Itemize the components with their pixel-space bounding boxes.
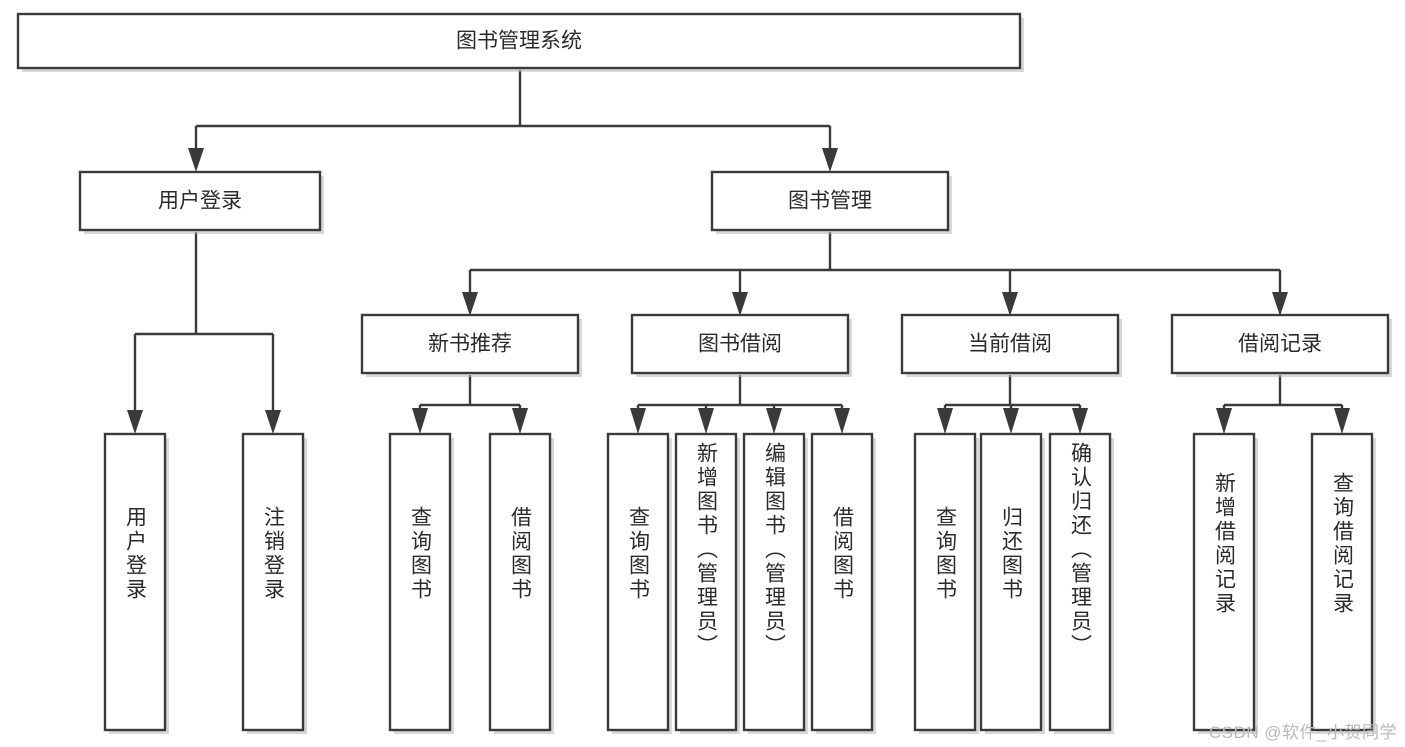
new-book-recommend-box — [360, 313, 580, 375]
arrow-borrow-leaf2 — [698, 408, 714, 434]
leaf-box — [388, 432, 452, 732]
leaf-box — [241, 432, 305, 732]
arrow-current-leaf3 — [1072, 408, 1088, 434]
arrow-root-to-user-login — [188, 148, 204, 172]
leaf-current-query-book[interactable] — [913, 432, 979, 734]
node-book-borrow[interactable]: 图书借阅 — [630, 313, 852, 377]
arrow-borrow-leaf3 — [766, 408, 782, 434]
arrow-record-leaf2 — [1334, 408, 1350, 434]
leaf-box — [1048, 432, 1112, 732]
node-borrow-record[interactable]: 借阅记录 — [1170, 313, 1392, 377]
root-label: 图书管理系统 — [456, 30, 582, 53]
leaf-user-login-logout[interactable] — [241, 432, 307, 734]
node-user-login[interactable]: 用户登录 — [78, 170, 324, 234]
arrow-record-leaf1 — [1216, 408, 1232, 434]
current-borrow-label: 当前借阅 — [968, 333, 1052, 356]
node-book-management[interactable]: 图书管理 — [710, 170, 952, 234]
leaf-box — [606, 432, 670, 732]
leaf-box — [1310, 432, 1374, 732]
leaf-borrow-add-book[interactable] — [674, 432, 740, 734]
leaf-borrow-borrow-book[interactable] — [810, 432, 876, 734]
arrow-root-to-book-mgmt — [822, 148, 838, 172]
leaf-current-return-book[interactable] — [979, 432, 1045, 734]
leaf-box — [742, 432, 806, 732]
current-borrow-box — [900, 313, 1120, 375]
csdn-watermark: CSDN @软件_小贺同学 — [1208, 723, 1397, 742]
book-borrow-label: 图书借阅 — [698, 333, 782, 356]
arrow-bm-to-record — [1272, 292, 1288, 316]
book-borrow-box — [630, 313, 850, 375]
book-management-box — [710, 170, 950, 232]
leaf-record-add-record[interactable] — [1192, 432, 1258, 734]
arrow-user-login-leaf2 — [265, 410, 281, 434]
leaf-newbook-query-book[interactable] — [388, 432, 454, 734]
node-current-borrow[interactable]: 当前借阅 — [900, 313, 1122, 377]
arrow-current-leaf1 — [937, 408, 953, 434]
arrow-newbook-leaf1 — [412, 408, 428, 434]
arrow-current-leaf2 — [1003, 408, 1019, 434]
leaf-record-query-record[interactable] — [1310, 432, 1376, 734]
arrow-bm-to-current — [1002, 292, 1018, 316]
leaf-box — [979, 432, 1043, 732]
node-root-book-management-system[interactable]: 图书管理系统 — [16, 12, 1024, 72]
leaf-user-login-login[interactable] — [103, 432, 169, 734]
node-new-book-recommend[interactable]: 新书推荐 — [360, 313, 582, 377]
user-login-box — [78, 170, 322, 232]
new-book-recommend-label: 新书推荐 — [428, 333, 512, 356]
user-login-label: 用户登录 — [158, 190, 242, 213]
arrow-bm-to-newbook — [462, 292, 478, 316]
arrow-newbook-leaf2 — [512, 408, 528, 434]
arrow-bm-to-borrow — [732, 292, 748, 316]
leaf-newbook-borrow-book[interactable] — [488, 432, 554, 734]
leaf-box — [1192, 432, 1256, 732]
leaf-current-confirm-return[interactable] — [1048, 432, 1114, 734]
leaf-box — [103, 432, 167, 732]
leaf-borrow-edit-book[interactable] — [742, 432, 808, 734]
arrow-borrow-leaf1 — [630, 408, 646, 434]
root-box — [16, 12, 1022, 70]
leaf-borrow-query-book[interactable] — [606, 432, 672, 734]
connector-layer — [127, 70, 1350, 434]
leaf-box — [488, 432, 552, 732]
borrow-record-box — [1170, 313, 1390, 375]
leaf-box — [913, 432, 977, 732]
arrow-user-login-leaf1 — [127, 410, 143, 434]
book-management-label: 图书管理 — [788, 190, 872, 213]
leaf-box — [674, 432, 738, 732]
leaf-box — [810, 432, 874, 732]
borrow-record-label: 借阅记录 — [1238, 333, 1322, 356]
arrow-borrow-leaf4 — [834, 408, 850, 434]
